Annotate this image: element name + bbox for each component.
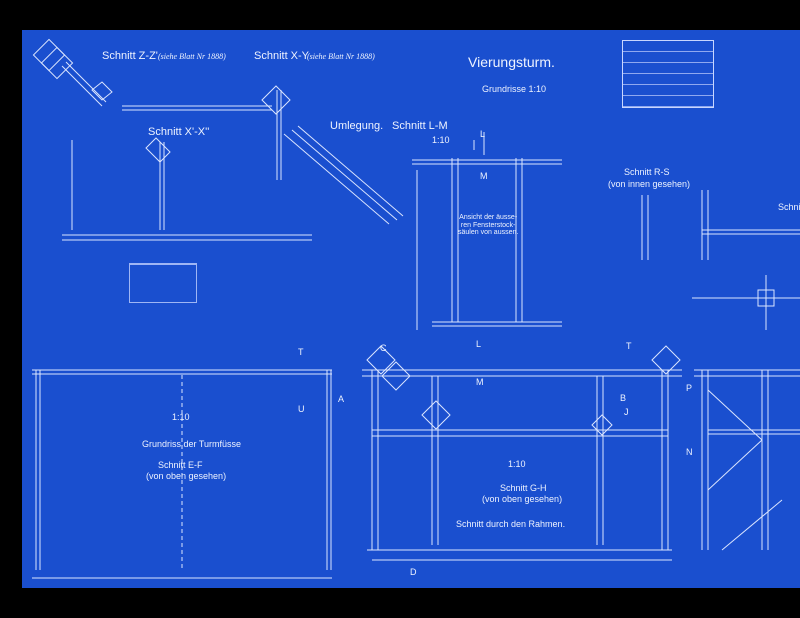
- title-block-row: [623, 96, 713, 107]
- view-label-schnitt-lm: Schnitt L-M: [392, 120, 448, 132]
- section-letter-b: B: [620, 393, 627, 403]
- section-letter-a: A: [338, 394, 345, 404]
- ansicht-note: Ansicht der äusse- ren Fensterstock- säu…: [458, 214, 518, 237]
- sheet-subtitle: Grundrisse 1:10: [482, 84, 547, 94]
- view-sub-schnitt-rs: (von innen gesehen): [608, 179, 691, 189]
- section-lm-linework: [412, 132, 562, 330]
- title-block-row: [623, 85, 713, 96]
- view-ref-schnitt-zz: (siehe Blatt Nr 1888): [158, 52, 226, 61]
- section-letter-p: P: [686, 383, 693, 393]
- section-letter-m-top: M: [480, 171, 488, 181]
- section-letter-t-left: T: [298, 347, 304, 357]
- section-pn-linework: [694, 369, 800, 551]
- section-letter-m: M: [476, 377, 484, 387]
- ansicht-note-line: säulen von aussen.: [458, 229, 519, 237]
- view-label-schnitt-rs: Schnitt R-S: [624, 167, 670, 177]
- section-letter-n: N: [686, 447, 693, 457]
- view-label-schnitt-xy: Schnitt X-Y: [254, 50, 310, 62]
- view-label-schnitt-xx: Schnitt X'-X'': [148, 126, 210, 138]
- view-label-turmfuesse: Grundriss der Turmfüsse: [142, 439, 242, 449]
- section-zz-linework: [61, 61, 312, 241]
- drawing-linework: [32, 38, 800, 579]
- title-block-row: [623, 52, 713, 63]
- ansicht-note-line: Ansicht der äusse-: [459, 214, 518, 221]
- view-scale-turmfuesse: 1:10: [172, 412, 190, 422]
- view-sub-turmfuesse: (von oben gesehen): [146, 471, 227, 481]
- blueprint-sheet: Vierungsturm. Grundrisse 1:10 Schnitt Z-…: [22, 30, 800, 588]
- turmfuesse-linework: [32, 369, 332, 579]
- view-label-umlegung: Umlegung.: [330, 120, 384, 132]
- section-gh-linework: [362, 345, 682, 561]
- section-letter-l-top: L: [480, 129, 486, 139]
- section-letter-c: C: [380, 343, 387, 353]
- title-block-row: [623, 63, 713, 74]
- sheet-title: Vierungsturm.: [468, 54, 555, 70]
- view-label-schnitt-gh: Schnitt G-H: [500, 483, 547, 493]
- legend-table: [129, 263, 197, 303]
- ansicht-note-line: ren Fensterstock-: [460, 221, 516, 229]
- title-block: [622, 40, 714, 108]
- section-letter-u: U: [298, 404, 305, 414]
- view-label-schnitt-cut: Schni: [778, 202, 800, 212]
- view-scale-schnitt-gh: 1:10: [508, 459, 526, 469]
- section-letter-l: L: [476, 339, 482, 349]
- section-letter-d: D: [410, 567, 417, 577]
- title-block-row: [623, 74, 713, 85]
- view-ref-schnitt-xy: (siehe Blatt Nr 1888): [307, 52, 375, 61]
- title-block-row: [623, 41, 713, 52]
- view-label-schnitt-zz: Schnitt Z-Z': [102, 50, 158, 62]
- view-scale-schnitt-lm: 1:10: [432, 135, 450, 145]
- section-rs-linework: [641, 190, 800, 330]
- section-letter-t-right: T: [626, 341, 632, 351]
- umlegung-linework: [283, 125, 404, 225]
- view-section-turmfuesse: Schnitt E-F: [158, 460, 203, 470]
- legend-header: [130, 264, 196, 265]
- section-letter-j: J: [624, 407, 629, 417]
- view-sub-schnitt-gh: (von oben gesehen): [482, 494, 563, 504]
- view-caption-schnitt-gh: Schnitt durch den Rahmen.: [456, 519, 566, 529]
- corner-detail-top-left: [32, 38, 74, 80]
